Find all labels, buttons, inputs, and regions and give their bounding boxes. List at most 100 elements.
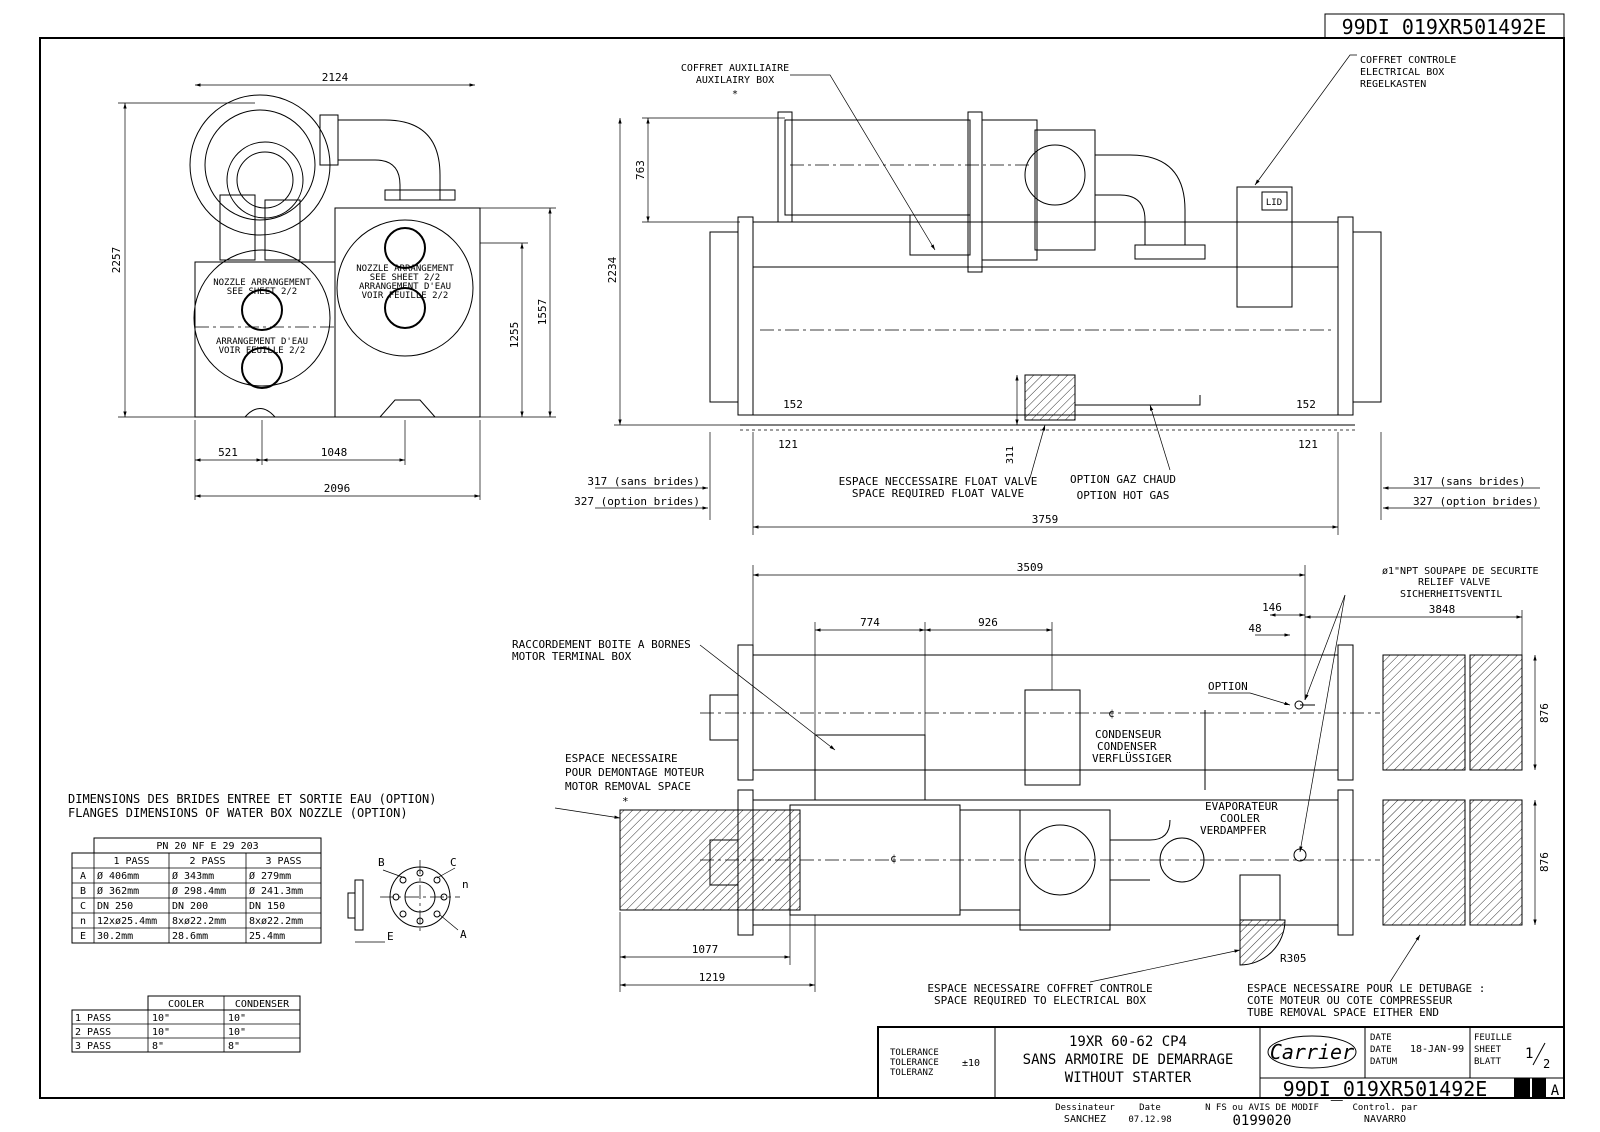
title-en: WITHOUT STARTER xyxy=(1065,1070,1192,1086)
flange-table-cell: 25.4mm xyxy=(249,931,285,942)
dim-48: 48 xyxy=(1248,622,1261,635)
dim-521: 521 xyxy=(218,446,238,459)
pass-table-cell: 10" xyxy=(152,1027,170,1038)
dim-876-bottom: 876 xyxy=(1538,852,1551,872)
condenser-end xyxy=(334,207,481,418)
relief-valve-de: SICHERHEITSVENTIL xyxy=(1400,589,1502,600)
flange-detail: B C n A E xyxy=(347,856,469,943)
carrier-logo xyxy=(1267,1035,1357,1069)
aux-box-star: * xyxy=(732,89,738,100)
control-box xyxy=(1236,186,1293,308)
flange-table-row-key: C xyxy=(80,901,86,912)
flange-label-a: A xyxy=(460,928,467,941)
hot-gas-label-en: OPTION HOT GAS xyxy=(1077,489,1170,502)
nozzle-left-line1: NOZZLE ARRANGEMENT xyxy=(213,278,311,288)
dim-1048: 1048 xyxy=(321,446,348,459)
condenser-plan xyxy=(752,654,1339,771)
electrical-space-fr: ESPACE NECESSAIRE COFFRET CONTROLE xyxy=(927,982,1152,995)
dim-3509: 3509 xyxy=(1017,561,1044,574)
pass-table-cell: 8" xyxy=(228,1041,240,1052)
flange-label-n: n xyxy=(462,878,469,891)
tube-removal-space-1 xyxy=(1382,654,1466,771)
centerline-mark-2: ¢ xyxy=(890,852,897,865)
dim-311: 311 xyxy=(1005,446,1016,464)
nozzle-right-line3: ARRANGEMENT D'EAU xyxy=(359,282,451,292)
tolerance-value: ±10 xyxy=(962,1058,980,1069)
tube-removal-en: TUBE REMOVAL SPACE EITHER END xyxy=(1247,1006,1439,1019)
evaporator-label-fr: EVAPORATEUR xyxy=(1205,800,1278,813)
relief-valve-fr: ø1"NPT SOUPAPE DE SECURITE xyxy=(1382,566,1539,577)
flange-left-option: 327 (option brides) xyxy=(574,495,700,508)
compressor-body xyxy=(1034,129,1096,251)
hot-gas-label-fr: OPTION GAZ CHAUD xyxy=(1070,473,1176,486)
flange-table-cell: 12xø25.4mm xyxy=(97,916,157,927)
flange-table-col: 2 PASS xyxy=(189,856,225,867)
flange-label-b: B xyxy=(378,856,385,869)
date-value: 18-JAN-99 xyxy=(1410,1044,1464,1055)
dim-774: 774 xyxy=(860,616,880,629)
aux-box xyxy=(909,214,971,256)
title-fr: SANS ARMOIRE DE DEMARRAGE xyxy=(1023,1052,1234,1068)
flange-table-cell: 8xø22.2mm xyxy=(172,916,226,927)
pass-table-cell: 10" xyxy=(228,1013,246,1024)
dim-121-right: 121 xyxy=(1298,438,1318,451)
drawing-number-top: 99DI_019XR501492E xyxy=(1342,15,1547,39)
revision: A xyxy=(1551,1083,1560,1099)
motor-removal-space xyxy=(619,809,801,911)
title-block: TOLERANCE TOLERANCE TOLERANZ ±10 19XR 60… xyxy=(877,1026,1565,1129)
dim-1219: 1219 xyxy=(699,971,726,984)
drawing-frame xyxy=(39,37,1565,1099)
nozzle-left-line4: VOIR FEUILLE 2/2 xyxy=(219,346,306,356)
nozzle-left-line2: SEE SHEET 2/2 xyxy=(227,287,297,297)
flange-table-cell: 28.6mm xyxy=(172,931,208,942)
aux-box-label-fr: COFFRET AUXILIAIRE xyxy=(681,63,789,74)
flange-table-cell: 8xø22.2mm xyxy=(249,916,303,927)
dim-1255: 1255 xyxy=(508,322,521,349)
compressor-volute xyxy=(189,94,331,236)
terminal-box-fr: RACCORDEMENT BOITE A BORNES xyxy=(512,638,691,651)
nozzle-right-line2: SEE SHEET 2/2 xyxy=(370,273,440,283)
flange-table-cell: Ø 279mm xyxy=(249,870,291,882)
drawn-date-label: Date xyxy=(1139,1103,1161,1113)
modif-label: N FS ou AVIS DE MODIF xyxy=(1205,1103,1319,1113)
sheet-label-fr: FEUILLE xyxy=(1474,1033,1512,1043)
centerline-mark-1: ¢ xyxy=(1108,707,1115,720)
dim-876-top: 876 xyxy=(1538,703,1551,723)
flange-table-row-key: E xyxy=(80,931,86,942)
flange-left-sans: 317 (sans brides) xyxy=(587,475,700,488)
pass-table-col: CONDENSER xyxy=(235,999,290,1010)
flange-table-header: PN 20 NF E 29 203 xyxy=(156,841,258,852)
control-label: Control. par xyxy=(1352,1103,1418,1113)
flange-table-row-key: n xyxy=(80,916,86,927)
discharge-pipe xyxy=(338,119,441,200)
pass-table-row-label: 1 PASS xyxy=(75,1013,111,1024)
relief-valve-en: RELIEF VALVE xyxy=(1418,577,1490,588)
evaporator-label-en: COOLER xyxy=(1220,812,1260,825)
flange-table-cell: Ø 241.3mm xyxy=(249,885,303,897)
tube-removal-space-2 xyxy=(1469,654,1523,771)
sheet-number: 1 xyxy=(1525,1046,1533,1062)
control-value: NAVARRO xyxy=(1364,1114,1406,1125)
compressor-plan xyxy=(1019,809,1111,931)
flange-label-c: C xyxy=(450,856,457,869)
motor-removal-fr-1: ESPACE NECESSAIRE xyxy=(565,752,678,765)
motor-removal-star: * xyxy=(622,795,629,808)
condenser-label-fr: CONDENSEUR xyxy=(1095,728,1162,741)
condenser-label-de: VERFLÜSSIGER xyxy=(1092,752,1172,765)
drawn-date-value: 07.12.98 xyxy=(1128,1115,1171,1125)
plan-view: ¢ ¢ 3509 774 926 146 48 3848 876 876 107… xyxy=(512,561,1551,1019)
dim-121-left: 121 xyxy=(778,438,798,451)
pass-table-cell: 10" xyxy=(228,1027,246,1038)
end-view: NOZZLE ARRANGEMENT SEE SHEET 2/2 ARRANGE… xyxy=(110,71,556,500)
sheet-total: 2 xyxy=(1543,1057,1550,1071)
date-label-en: DATE xyxy=(1370,1045,1392,1055)
tolerance-de: TOLERANZ xyxy=(890,1068,934,1078)
tolerance-en: TOLERANCE xyxy=(890,1058,939,1068)
flange-dimensions-section: DIMENSIONS DES BRIDES ENTREE ET SORTIE E… xyxy=(68,792,469,944)
flange-table-cell: 30.2mm xyxy=(97,931,133,942)
tube-removal-fr-1: ESPACE NECESSAIRE POUR LE DETUBAGE : xyxy=(1247,982,1485,995)
tube-removal-space-3 xyxy=(1382,799,1466,926)
